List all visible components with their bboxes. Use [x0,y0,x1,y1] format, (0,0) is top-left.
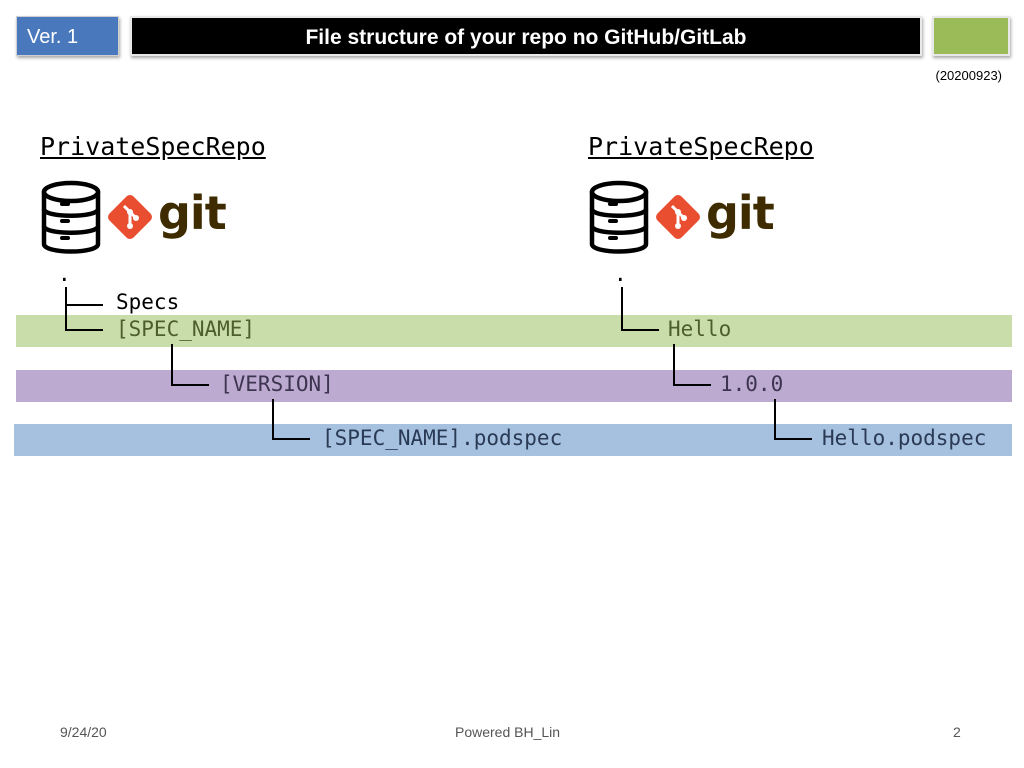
left-tree-version-trunk [171,344,173,386]
footer-author: Powered BH_Lin [455,724,561,740]
right-tree-podspec-trunk [774,399,776,440]
left-repo-name: PrivateSpecRepo [40,132,266,161]
version-badge: Ver. 1 [16,16,119,56]
right-tree-root: . [614,262,627,286]
database-icon [41,180,101,254]
footer-page-number: 2 [953,724,961,740]
accent-box [932,16,1010,56]
left-spec-name-label: [SPEC_NAME] [116,317,256,341]
left-tree-branch-specs [65,304,103,306]
left-tree-podspec-trunk [272,399,274,440]
band-version [16,370,1012,402]
left-tree-trunk [65,287,67,330]
right-tree-trunk [621,287,623,330]
database-icon [589,180,649,254]
left-tree-branch-version [171,384,209,386]
left-specs-label: Specs [116,290,180,314]
band-spec-name [16,315,1012,347]
right-tree-branch-version [673,384,711,386]
right-spec-name-label: Hello [668,317,732,341]
right-git-wordmark: git [706,186,775,240]
left-tree-branch-spec-name [65,329,103,331]
right-tree-branch-spec-name [621,329,659,331]
left-git-wordmark: git [158,186,227,240]
footer-date: 9/24/20 [60,724,107,740]
right-version-label: 1.0.0 [720,372,784,396]
left-podspec-label: [SPEC_NAME].podspec [322,426,563,450]
right-tree-branch-podspec [774,438,812,440]
right-tree-version-trunk [673,344,675,386]
git-logo-icon [108,195,152,239]
date-stamp: (20200923) [935,68,1003,83]
right-repo-name: PrivateSpecRepo [588,132,814,161]
slide-title: File structure of your repo no GitHub/Gi… [130,16,922,56]
left-tree-branch-podspec [272,438,310,440]
right-podspec-label: Hello.podspec [822,426,987,450]
band-podspec [14,424,1012,456]
left-tree-root: . [58,262,71,286]
git-logo-icon [656,195,700,239]
left-version-label: [VERSION] [220,372,334,396]
